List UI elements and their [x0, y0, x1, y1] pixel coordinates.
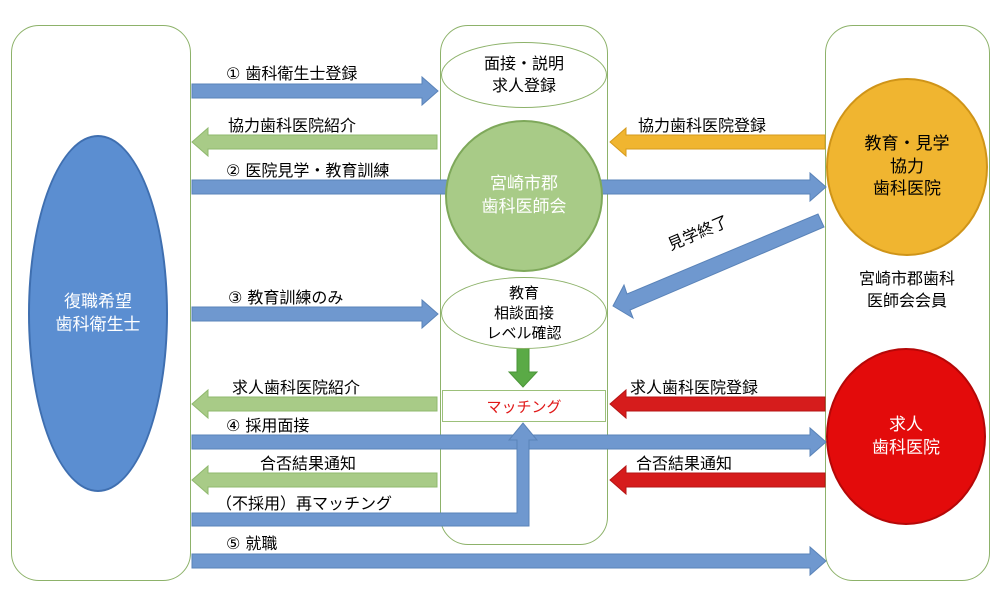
arrow-coop-register	[609, 126, 826, 158]
hiring-line2: 歯科医院	[872, 437, 940, 458]
cooperating-clinic-node: 教育・見学 協力 歯科医院	[826, 78, 988, 256]
arrow-result-from-clinic	[609, 464, 826, 496]
applicant-line1: 復職希望	[64, 291, 132, 312]
association-line1: 宮崎市郡	[490, 174, 558, 195]
coop-line3: 歯科医院	[873, 179, 941, 200]
association-line2: 歯科医師会	[481, 197, 567, 217]
education-node: 教育 相談面接 レベル確認	[441, 277, 607, 349]
label-result-to-applicant: 合否結果通知	[260, 454, 357, 473]
arrow-rematch	[191, 422, 539, 527]
matching-label: マッチング	[486, 397, 562, 416]
hiring-line1: 求人	[889, 414, 923, 435]
label-coop-intro: 協力歯科医院紹介	[228, 116, 357, 135]
education-line3: レベル確認	[486, 324, 562, 343]
arrow-step1	[191, 75, 439, 107]
matching-box: マッチング	[442, 390, 606, 422]
arrow-result-to-applicant	[191, 464, 438, 496]
member-caption: 宮崎市郡歯科 医師会会員	[826, 268, 988, 311]
arrow-step4	[191, 426, 827, 458]
applicant-line2: 歯科衛生士	[55, 314, 141, 335]
interview-line2: 求人登録	[491, 76, 556, 95]
arrow-hiring-intro	[191, 388, 438, 420]
education-line2: 相談面接	[493, 303, 554, 322]
arrow-coop-intro	[191, 126, 438, 158]
label-step2: ② 医院見学・教育訓練	[226, 161, 390, 180]
member-caption-line2: 医師会会員	[866, 290, 947, 310]
label-step4: ④ 採用面接	[226, 416, 310, 435]
label-coop-register: 協力歯科医院登録	[638, 116, 767, 135]
education-line1: 教育	[508, 283, 539, 302]
label-hiring-register: 求人歯科医院登録	[630, 378, 759, 397]
interview-line1: 面接・説明	[483, 54, 564, 74]
coop-line1: 教育・見学	[864, 133, 950, 154]
association-node: 宮崎市郡 歯科医師会	[445, 120, 603, 272]
label-step5: ⑤ 就職	[226, 534, 278, 553]
label-result-from-clinic: 合否結果通知	[636, 454, 733, 473]
arrow-edu-to-match	[507, 347, 539, 388]
arrow-hiring-register	[609, 388, 826, 420]
label-step3: ③ 教育訓練のみ	[228, 288, 344, 307]
member-caption-line1: 宮崎市郡歯科	[858, 269, 955, 288]
applicant-node: 復職希望 歯科衛生士	[28, 135, 168, 492]
interview-node: 面接・説明 求人登録	[441, 42, 607, 108]
label-hiring-intro: 求人歯科医院紹介	[232, 378, 361, 397]
arrow-step5	[191, 545, 827, 577]
arrow-step3	[191, 298, 439, 330]
arrow-tour-done	[612, 213, 825, 320]
hiring-clinic-node: 求人 歯科医院	[826, 348, 986, 525]
label-step1: ① 歯科衛生士登録	[226, 64, 358, 83]
label-rematch: （不採用）再マッチング	[216, 494, 393, 513]
coop-line2: 協力	[890, 156, 924, 177]
